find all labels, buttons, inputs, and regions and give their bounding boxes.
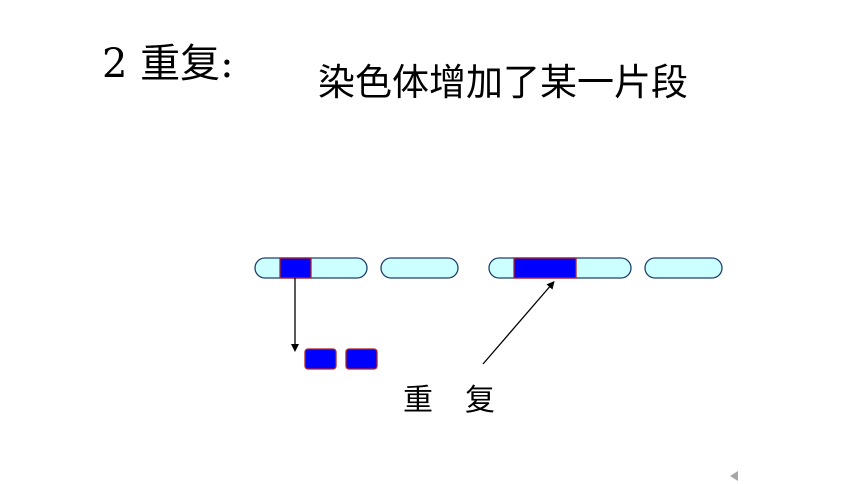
original-segment [279,257,312,279]
slide-heading: 2 重复: [102,41,234,87]
homolog-chromosome-right [644,257,723,279]
homolog-chromosome-left [380,257,459,279]
segment-copy-1 [304,348,337,370]
duplication-label-char-1: 重 [403,383,433,418]
slide-title-row: 2 重复: 染色体增加了某一片段 [0,0,860,130]
pointer-arrow [482,280,555,365]
duplicated-segment [513,257,577,279]
segment-copy-2 [345,348,378,370]
duplication-label-char-2: 复 [465,383,495,418]
slide-description: 染色体增加了某一片段 [318,61,688,104]
previous-slide-icon[interactable] [730,471,738,481]
